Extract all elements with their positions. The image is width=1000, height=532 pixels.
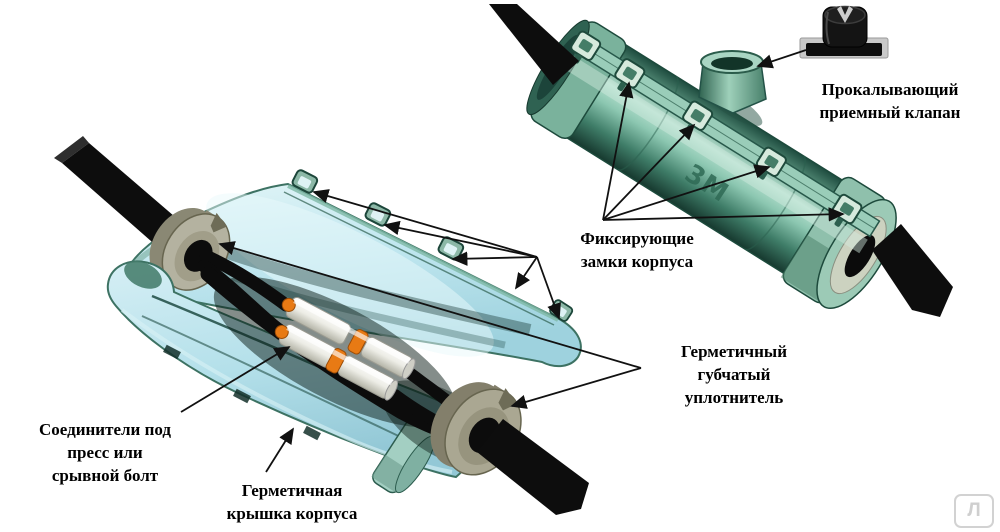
arrow-valve (756, 49, 807, 69)
latch-slot (163, 344, 181, 360)
orange-tip (274, 324, 289, 339)
label-cover: Герметичная крышка корпуса (226, 481, 358, 523)
assembled-entry-cable (489, 4, 579, 85)
arrow-lock-5 (312, 189, 538, 258)
assembled-exit-cable (872, 224, 953, 317)
cable-shadow-streak (202, 239, 532, 336)
latch-slot (303, 425, 321, 441)
arrow-sponge-right (510, 367, 642, 409)
entry-cable-cut-face (54, 136, 89, 163)
arrow-cover (265, 427, 294, 473)
arrow-lock-9 (536, 256, 561, 320)
shell-sheen (206, 193, 494, 357)
arrow-connectors (180, 346, 291, 413)
latch-slot (233, 388, 251, 404)
arrow-lock-6 (383, 220, 538, 258)
arrow-lock-4 (602, 207, 845, 222)
piercing-valve-icon (799, 5, 889, 59)
shell-latch-loop (291, 169, 319, 194)
arrow-lock-7 (451, 251, 538, 266)
watermark-badge: Л (954, 494, 994, 528)
cover-end-collar (371, 419, 436, 494)
sponge-seam (210, 212, 227, 233)
exit-cable (477, 419, 589, 515)
arrow-lock-1 (602, 81, 634, 221)
label-sponge-seal: Герметичный губчатый уплотнитель (681, 342, 787, 407)
filling-port (698, 50, 767, 126)
housing-latch (614, 58, 646, 92)
label-fixing-locks: Фиксирующие замки корпуса (580, 229, 694, 271)
arrow-sponge-left (218, 241, 642, 369)
lower-crimp-connector (274, 323, 399, 401)
arrow-lock-2 (602, 123, 696, 221)
cover-end-cutout (124, 261, 162, 289)
orange-tip (281, 297, 296, 312)
label-connectors: Соединители под пресс или срывной болт (39, 420, 171, 485)
arrow-lock-8 (514, 256, 538, 290)
valve-notch (837, 6, 853, 23)
label-piercing-valve: Прокалывающий приемный клапан (819, 80, 961, 122)
arrow-lock-3 (602, 164, 771, 221)
leader-arrows (180, 49, 845, 473)
upper-crimp-connector (281, 296, 416, 380)
